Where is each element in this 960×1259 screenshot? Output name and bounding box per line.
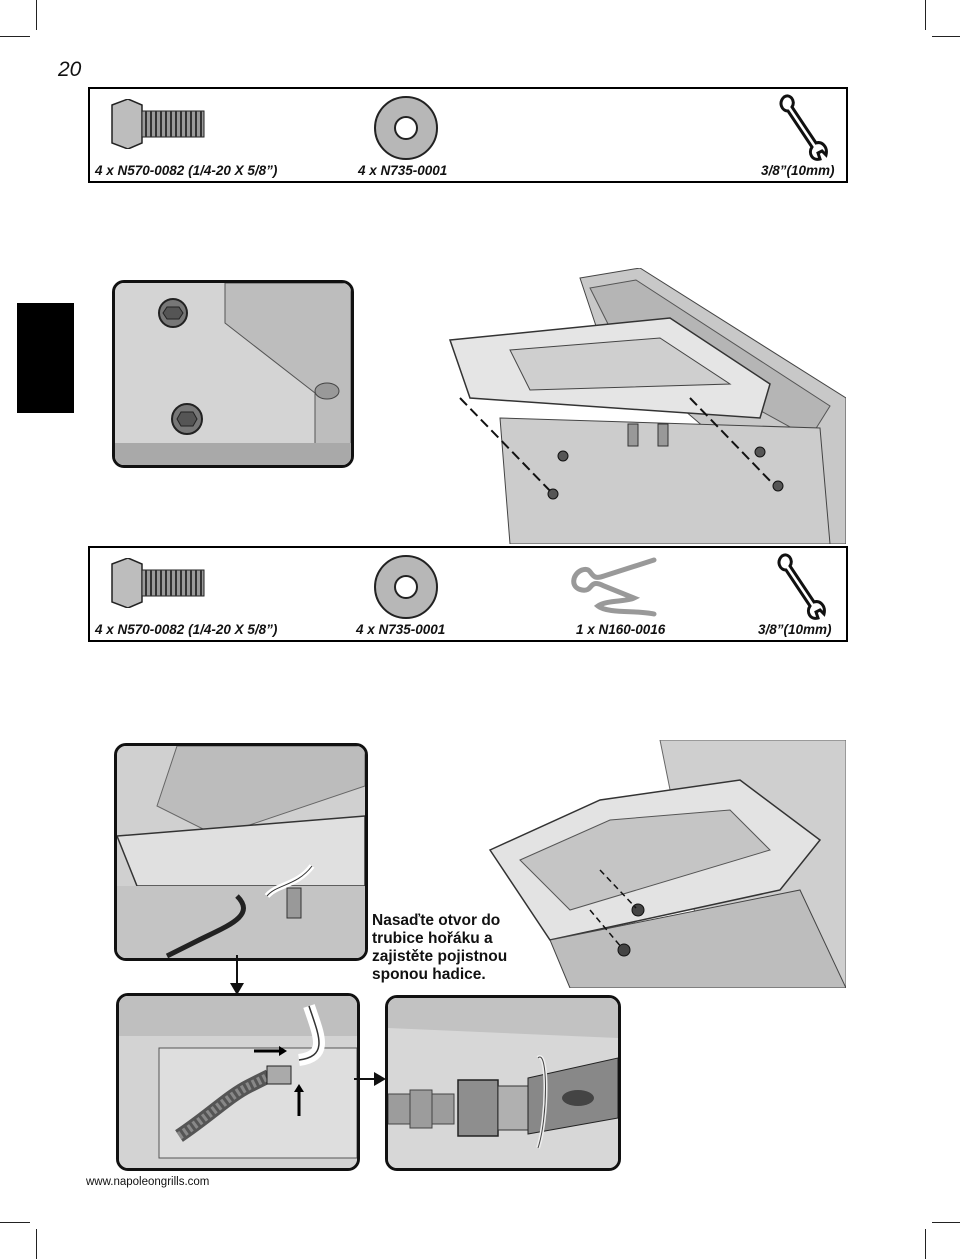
part-label-washer: 4 x N735-0001 xyxy=(358,163,448,178)
washer-icon xyxy=(374,96,438,160)
hose-connection-detail-illustration xyxy=(116,993,360,1171)
crop-mark xyxy=(36,1229,37,1259)
part-label-washer: 4 x N735-0001 xyxy=(356,622,446,637)
part-label-wrench: 3/8”(10mm) xyxy=(758,622,832,637)
instruction-caption: Nasaďte otvor do trubice hořáku a zajist… xyxy=(372,912,508,983)
crop-mark xyxy=(0,36,30,37)
burner-tube-closeup-illustration xyxy=(385,995,621,1171)
section-tab xyxy=(17,303,74,413)
bolt-icon xyxy=(111,558,205,608)
crop-mark xyxy=(36,0,37,30)
part-label-clip: 1 x N160-0016 xyxy=(576,622,666,637)
wrench-icon xyxy=(777,553,826,620)
grill-right-side-illustration xyxy=(480,740,846,988)
part-label-wrench: 3/8”(10mm) xyxy=(761,163,835,178)
hose-overview-illustration xyxy=(114,743,368,961)
hair-pin-clip-icon xyxy=(571,557,657,617)
crop-mark xyxy=(0,1222,30,1223)
part-label-bolt: 4 x N570-0082 (1/4-20 X 5/8”) xyxy=(95,622,278,637)
washer-icon xyxy=(374,555,438,619)
wrench-icon xyxy=(779,94,828,161)
parts-box-2: 4 x N570-0082 (1/4-20 X 5/8”) 4 x N735-0… xyxy=(88,546,848,642)
arrow-right-icon xyxy=(354,1072,386,1086)
crop-mark xyxy=(925,1229,926,1259)
crop-mark xyxy=(925,0,926,30)
bolt-icon xyxy=(111,99,205,149)
footer-website[interactable]: www.napoleongrills.com xyxy=(86,1176,210,1188)
crop-mark xyxy=(932,1222,960,1223)
part-label-bolt: 4 x N570-0082 (1/4-20 X 5/8”) xyxy=(95,163,278,178)
arrow-down-icon xyxy=(230,955,244,995)
parts-box-1: 4 x N570-0082 (1/4-20 X 5/8”) 4 x N735-0… xyxy=(88,87,848,183)
side-shelf-assembly-illustration xyxy=(440,268,846,544)
page-number: 20 xyxy=(58,58,82,81)
bolt-detail-illustration xyxy=(112,280,354,468)
crop-mark xyxy=(932,36,960,37)
